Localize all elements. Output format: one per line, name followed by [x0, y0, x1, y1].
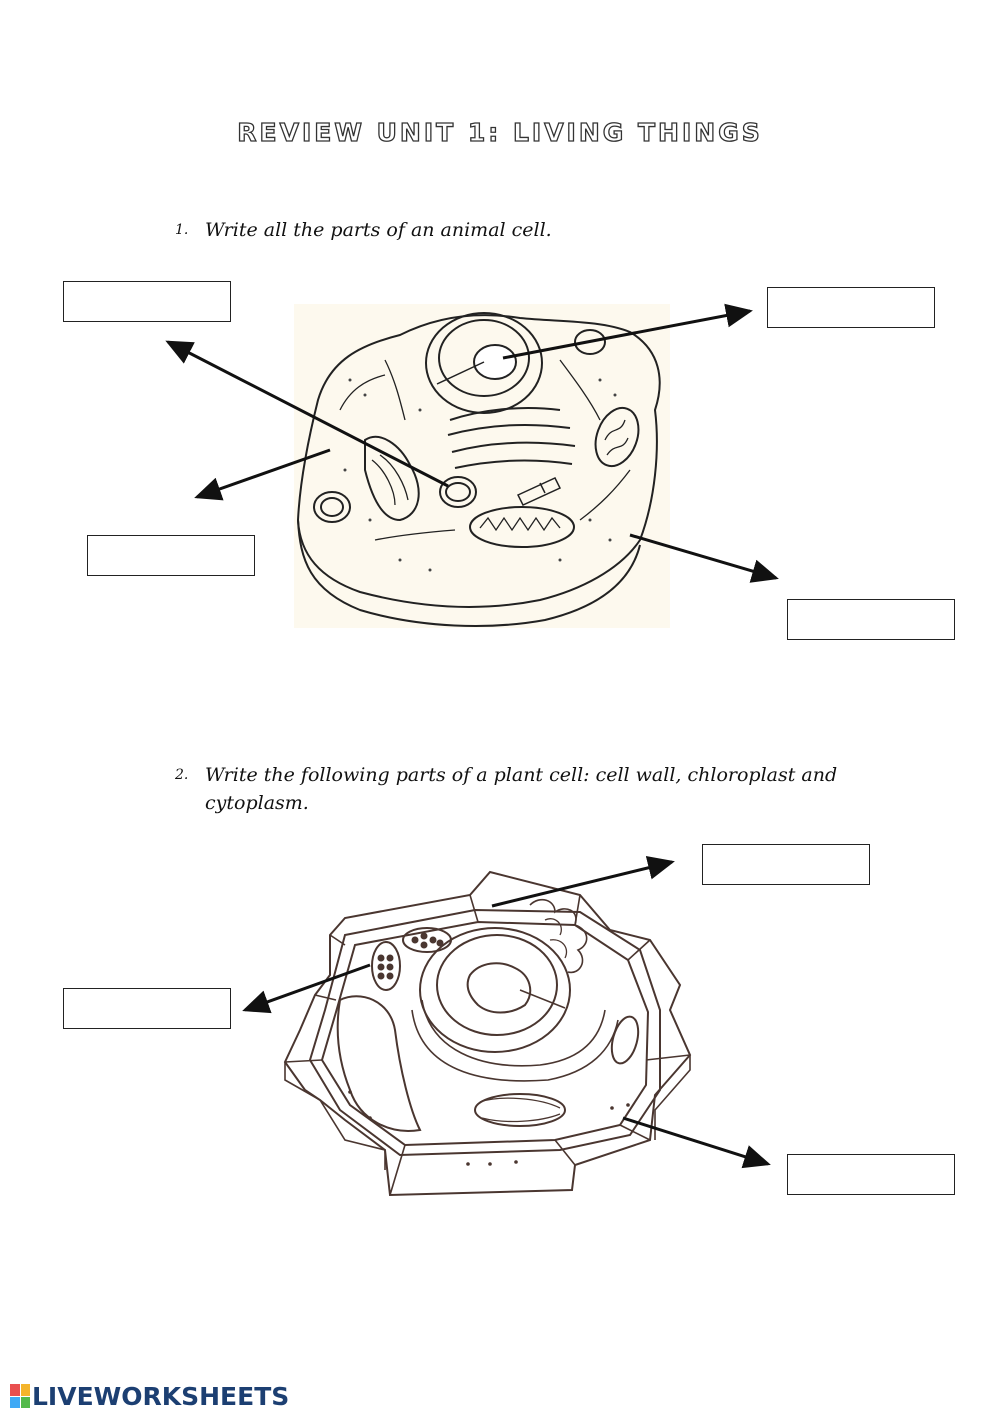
question-2: 2. Write the following parts of a plant …: [175, 761, 885, 817]
question-1-text: Write all the parts of an animal cell.: [205, 219, 552, 241]
question-2-text: Write the following parts of a plant cel…: [205, 764, 596, 786]
logo-icon: [10, 1384, 30, 1408]
plant-cell-arrows: [242, 856, 771, 1169]
question-2-parts: cell wall, chloroplast and cytoplasm.: [205, 764, 838, 814]
answer-box-animal-4[interactable]: [787, 599, 955, 640]
answer-box-animal-3[interactable]: [87, 535, 255, 576]
animal-cell-dots: [343, 378, 617, 572]
plant-cell-illustration: [283, 870, 692, 1197]
worksheet-title: REVIEW UNIT 1: LIVING THINGS: [237, 117, 763, 147]
logo-text: LIVEWORKSHEETS: [32, 1381, 290, 1411]
answer-box-plant-3[interactable]: [787, 1154, 955, 1195]
answer-box-plant-1[interactable]: [702, 844, 870, 885]
animal-cell-arrows: [165, 303, 779, 583]
answer-box-animal-2[interactable]: [767, 287, 935, 328]
answer-box-plant-2[interactable]: [63, 988, 231, 1029]
animal-cell-illustration: [296, 312, 661, 627]
plant-cell-organelle-fills: [348, 932, 630, 1166]
liveworksheets-logo: LIVEWORKSHEETS: [10, 1380, 289, 1412]
question-1-number: 1.: [175, 222, 189, 238]
question-1: 1. Write all the parts of an animal cell…: [175, 216, 552, 244]
answer-box-animal-1[interactable]: [63, 281, 231, 322]
question-2-number: 2.: [175, 767, 189, 783]
